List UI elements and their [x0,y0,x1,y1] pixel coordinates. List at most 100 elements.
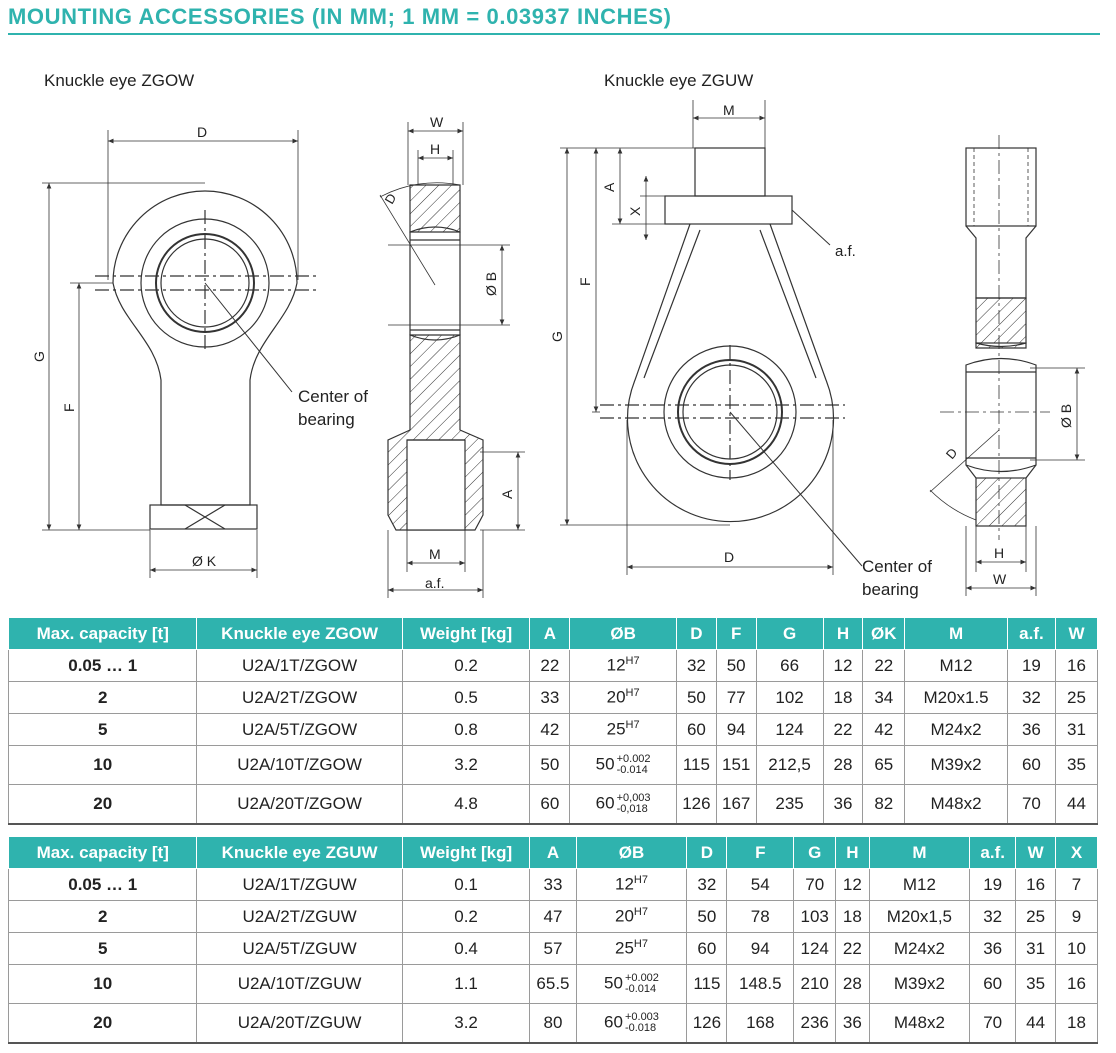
zgow-side-view [379,122,525,598]
zguw-dim-db: D [943,445,961,462]
b-value: 20 [606,687,626,707]
a-cell: 80 [529,1003,577,1044]
zguw-dim-w: W [993,571,1007,587]
b-cell: 60+0,003-0,018 [569,784,678,825]
zgow-front-view [42,130,318,578]
zguw-dim-x: X [627,206,643,216]
zgow-dim-db: D [382,191,400,207]
a-cell: 47 [529,900,577,933]
col-header: X [1055,836,1098,869]
m-cell: M48x2 [904,784,1008,825]
col-header: M [904,617,1008,650]
w-cell: 25 [1015,900,1056,933]
col-header: Knuckle eye ZGOW [196,617,403,650]
b-tol-upper: +0.003 [624,1011,659,1023]
zgow-dim-g: G [31,351,47,362]
g-cell: 102 [755,681,824,714]
table-row: 5 U2A/5T/ZGOW 0.8 42 25H7 60 94 124 22 4… [7,713,1098,746]
col-header: Weight [kg] [401,836,531,869]
g-cell: 70 [793,868,837,901]
h-cell: 12 [822,649,864,682]
af-cell: 32 [1006,681,1057,714]
f-cell: 77 [715,681,757,714]
capacity-cell: 2 [7,681,198,714]
model-cell: U2A/20T/ZGUW [196,1003,403,1044]
col-header: D [676,617,717,650]
m-cell: M20x1.5 [904,681,1008,714]
zgow-dim-k: Ø K [192,553,217,569]
model-cell: U2A/2T/ZGUW [196,900,403,933]
f-cell: 94 [715,713,757,746]
a-cell: 60 [529,784,571,825]
table-row: 10 U2A/10T/ZGOW 3.2 50 50+0.002-0.014 11… [7,745,1098,785]
zgow-center-label-2: bearing [298,410,355,429]
b-value: 60 [604,1012,623,1032]
col-header: G [793,836,837,869]
col-header: A [529,836,577,869]
col-header: G [755,617,824,650]
weight-cell: 0.2 [401,649,531,682]
af-cell: 36 [969,932,1017,965]
d-cell: 115 [676,745,717,785]
b-cell: 25H7 [569,713,678,746]
g-cell: 212,5 [755,745,824,785]
b-value: 25 [606,719,626,739]
weight-cell: 3.2 [401,745,531,785]
af-cell: 19 [969,868,1017,901]
capacity-cell: 0.05 … 1 [7,868,198,901]
h-cell: 28 [835,964,870,1004]
b-tolerance: +0.003-0.018 [625,1012,659,1034]
capacity-cell: 20 [7,1003,198,1044]
w-cell: 16 [1055,649,1098,682]
w-cell: 35 [1055,745,1098,785]
a-cell: 57 [529,932,577,965]
f-cell: 54 [726,868,795,901]
af-cell: 19 [1006,649,1057,682]
table-row: 10 U2A/10T/ZGUW 1.1 65.5 50+0.002-0.014 … [7,964,1098,1004]
g-cell: 235 [755,784,824,825]
x-cell: 9 [1055,900,1098,933]
h-cell: 18 [835,900,870,933]
f-cell: 94 [726,932,795,965]
k-cell: 65 [862,745,906,785]
model-cell: U2A/1T/ZGOW [196,649,403,682]
b-cell: 50+0.002-0.014 [575,964,688,1004]
zguw-center-label-2: bearing [862,580,919,599]
b-value: 50 [595,754,615,774]
b-value: 12 [606,655,626,675]
b-cell: 60+0.003-0.018 [575,1003,688,1044]
d-cell: 60 [686,932,728,965]
weight-cell: 1.1 [401,964,531,1004]
weight-cell: 0.2 [401,900,531,933]
h-cell: 12 [835,868,870,901]
b-tol-lower: -0.014 [624,983,657,995]
zgow-dim-af: a.f. [425,575,444,591]
x-cell: 18 [1055,1003,1098,1044]
zgow-header-row: Max. capacity [t] Knuckle eye ZGOW Weigh… [7,617,1098,650]
m-cell: M24x2 [868,932,971,965]
col-header: Weight [kg] [401,617,531,650]
g-cell: 210 [793,964,837,1004]
col-header: A [529,617,571,650]
zgow-spec-table: Max. capacity [t] Knuckle eye ZGOW Weigh… [7,617,1098,825]
b-cell: 12H7 [569,649,678,682]
f-cell: 50 [715,649,757,682]
b-tolerance: +0.002-0.014 [617,754,651,776]
zgow-dim-w: W [430,114,444,130]
col-header: ØB [575,836,688,869]
h-cell: 18 [822,681,864,714]
zgow-dim-d: D [197,124,207,140]
zguw-side-view [929,135,1085,596]
f-cell: 78 [726,900,795,933]
title-rule [8,33,1100,35]
b-value: 50 [604,973,623,993]
f-cell: 148.5 [726,964,795,1004]
k-cell: 42 [862,713,906,746]
zgow-dim-m: M [429,546,441,562]
capacity-cell: 20 [7,784,198,825]
b-fit: H7 [633,874,648,887]
d-cell: 50 [686,900,728,933]
b-cell: 12H7 [575,868,688,901]
model-cell: U2A/2T/ZGOW [196,681,403,714]
zguw-dim-m: M [723,102,735,118]
